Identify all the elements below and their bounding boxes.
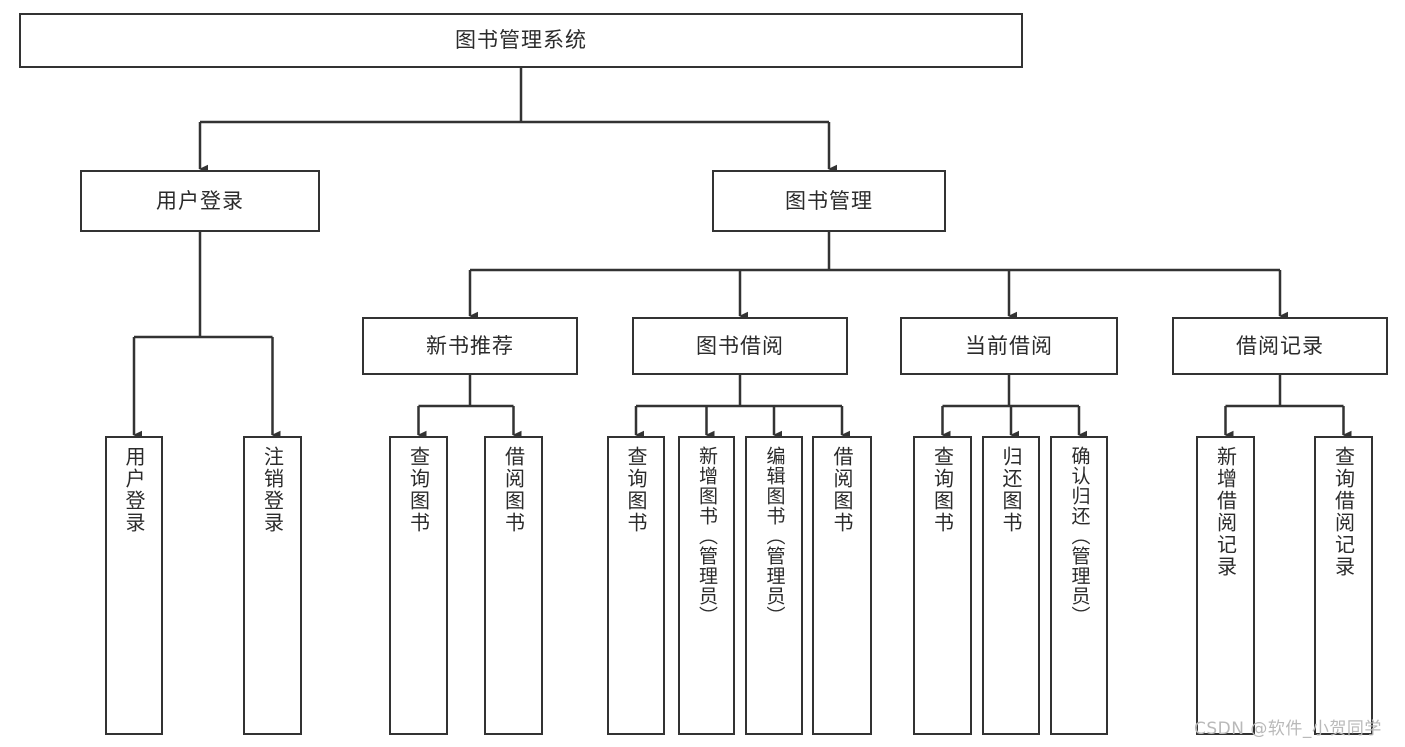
node-label-leaf-borrow-book: 借阅图书	[830, 446, 854, 534]
watermark-text: CSDN @软件_小贺同学	[1194, 719, 1382, 739]
node-leaf-add-borrow-record[interactable]: 新增借阅记录	[1196, 436, 1255, 735]
node-label-leaf-query-book-borrow: 查询图书	[624, 446, 648, 534]
node-label-leaf-query-book-recommend: 查询图书	[406, 446, 431, 534]
node-label-borrow-record: 借阅记录	[1236, 333, 1324, 358]
connector-lines	[132, 68, 1352, 440]
node-leaf-borrow-book[interactable]: 借阅图书	[812, 436, 872, 735]
node-label-leaf-user-login: 用户登录	[122, 446, 146, 534]
node-leaf-logout[interactable]: 注销登录	[243, 436, 302, 735]
node-label-leaf-add-book-admin: 新增图书（管理员）	[696, 446, 718, 626]
node-leaf-confirm-return-admin[interactable]: 确认归还（管理员）	[1050, 436, 1108, 735]
node-root[interactable]: 图书管理系统	[19, 13, 1023, 68]
node-book-borrow[interactable]: 图书借阅	[632, 317, 848, 375]
node-label-leaf-logout: 注销登录	[260, 446, 285, 534]
node-leaf-add-book-admin[interactable]: 新增图书（管理员）	[678, 436, 735, 735]
node-label-leaf-query-borrow-record: 查询借阅记录	[1331, 446, 1356, 578]
node-current-borrow[interactable]: 当前借阅	[900, 317, 1118, 375]
node-label-leaf-edit-book-admin: 编辑图书（管理员）	[763, 446, 786, 626]
node-leaf-query-book-borrow[interactable]: 查询图书	[607, 436, 665, 735]
node-label-leaf-query-book-current: 查询图书	[930, 446, 955, 534]
node-leaf-query-book-current[interactable]: 查询图书	[913, 436, 972, 735]
node-label-new-book-recommend: 新书推荐	[426, 333, 514, 358]
node-borrow-record[interactable]: 借阅记录	[1172, 317, 1388, 375]
node-leaf-edit-book-admin[interactable]: 编辑图书（管理员）	[745, 436, 803, 735]
node-label-book-management: 图书管理	[785, 188, 873, 213]
node-label-book-borrow: 图书借阅	[696, 333, 784, 358]
node-leaf-query-book-recommend[interactable]: 查询图书	[389, 436, 448, 735]
node-label-leaf-confirm-return-admin: 确认归还（管理员）	[1068, 446, 1091, 626]
node-book-management[interactable]: 图书管理	[712, 170, 946, 232]
node-leaf-return-book[interactable]: 归还图书	[982, 436, 1040, 735]
node-label-leaf-borrow-book-recommend: 借阅图书	[501, 446, 526, 534]
node-label-user-login: 用户登录	[156, 188, 244, 213]
node-leaf-query-borrow-record[interactable]: 查询借阅记录	[1314, 436, 1373, 735]
node-label-leaf-add-borrow-record: 新增借阅记录	[1213, 446, 1238, 578]
node-new-book-recommend[interactable]: 新书推荐	[362, 317, 578, 375]
node-label-root: 图书管理系统	[455, 28, 587, 53]
node-label-leaf-return-book: 归还图书	[999, 446, 1023, 534]
node-label-current-borrow: 当前借阅	[965, 333, 1053, 358]
node-user-login[interactable]: 用户登录	[80, 170, 320, 232]
node-leaf-user-login[interactable]: 用户登录	[105, 436, 163, 735]
node-leaf-borrow-book-recommend[interactable]: 借阅图书	[484, 436, 543, 735]
